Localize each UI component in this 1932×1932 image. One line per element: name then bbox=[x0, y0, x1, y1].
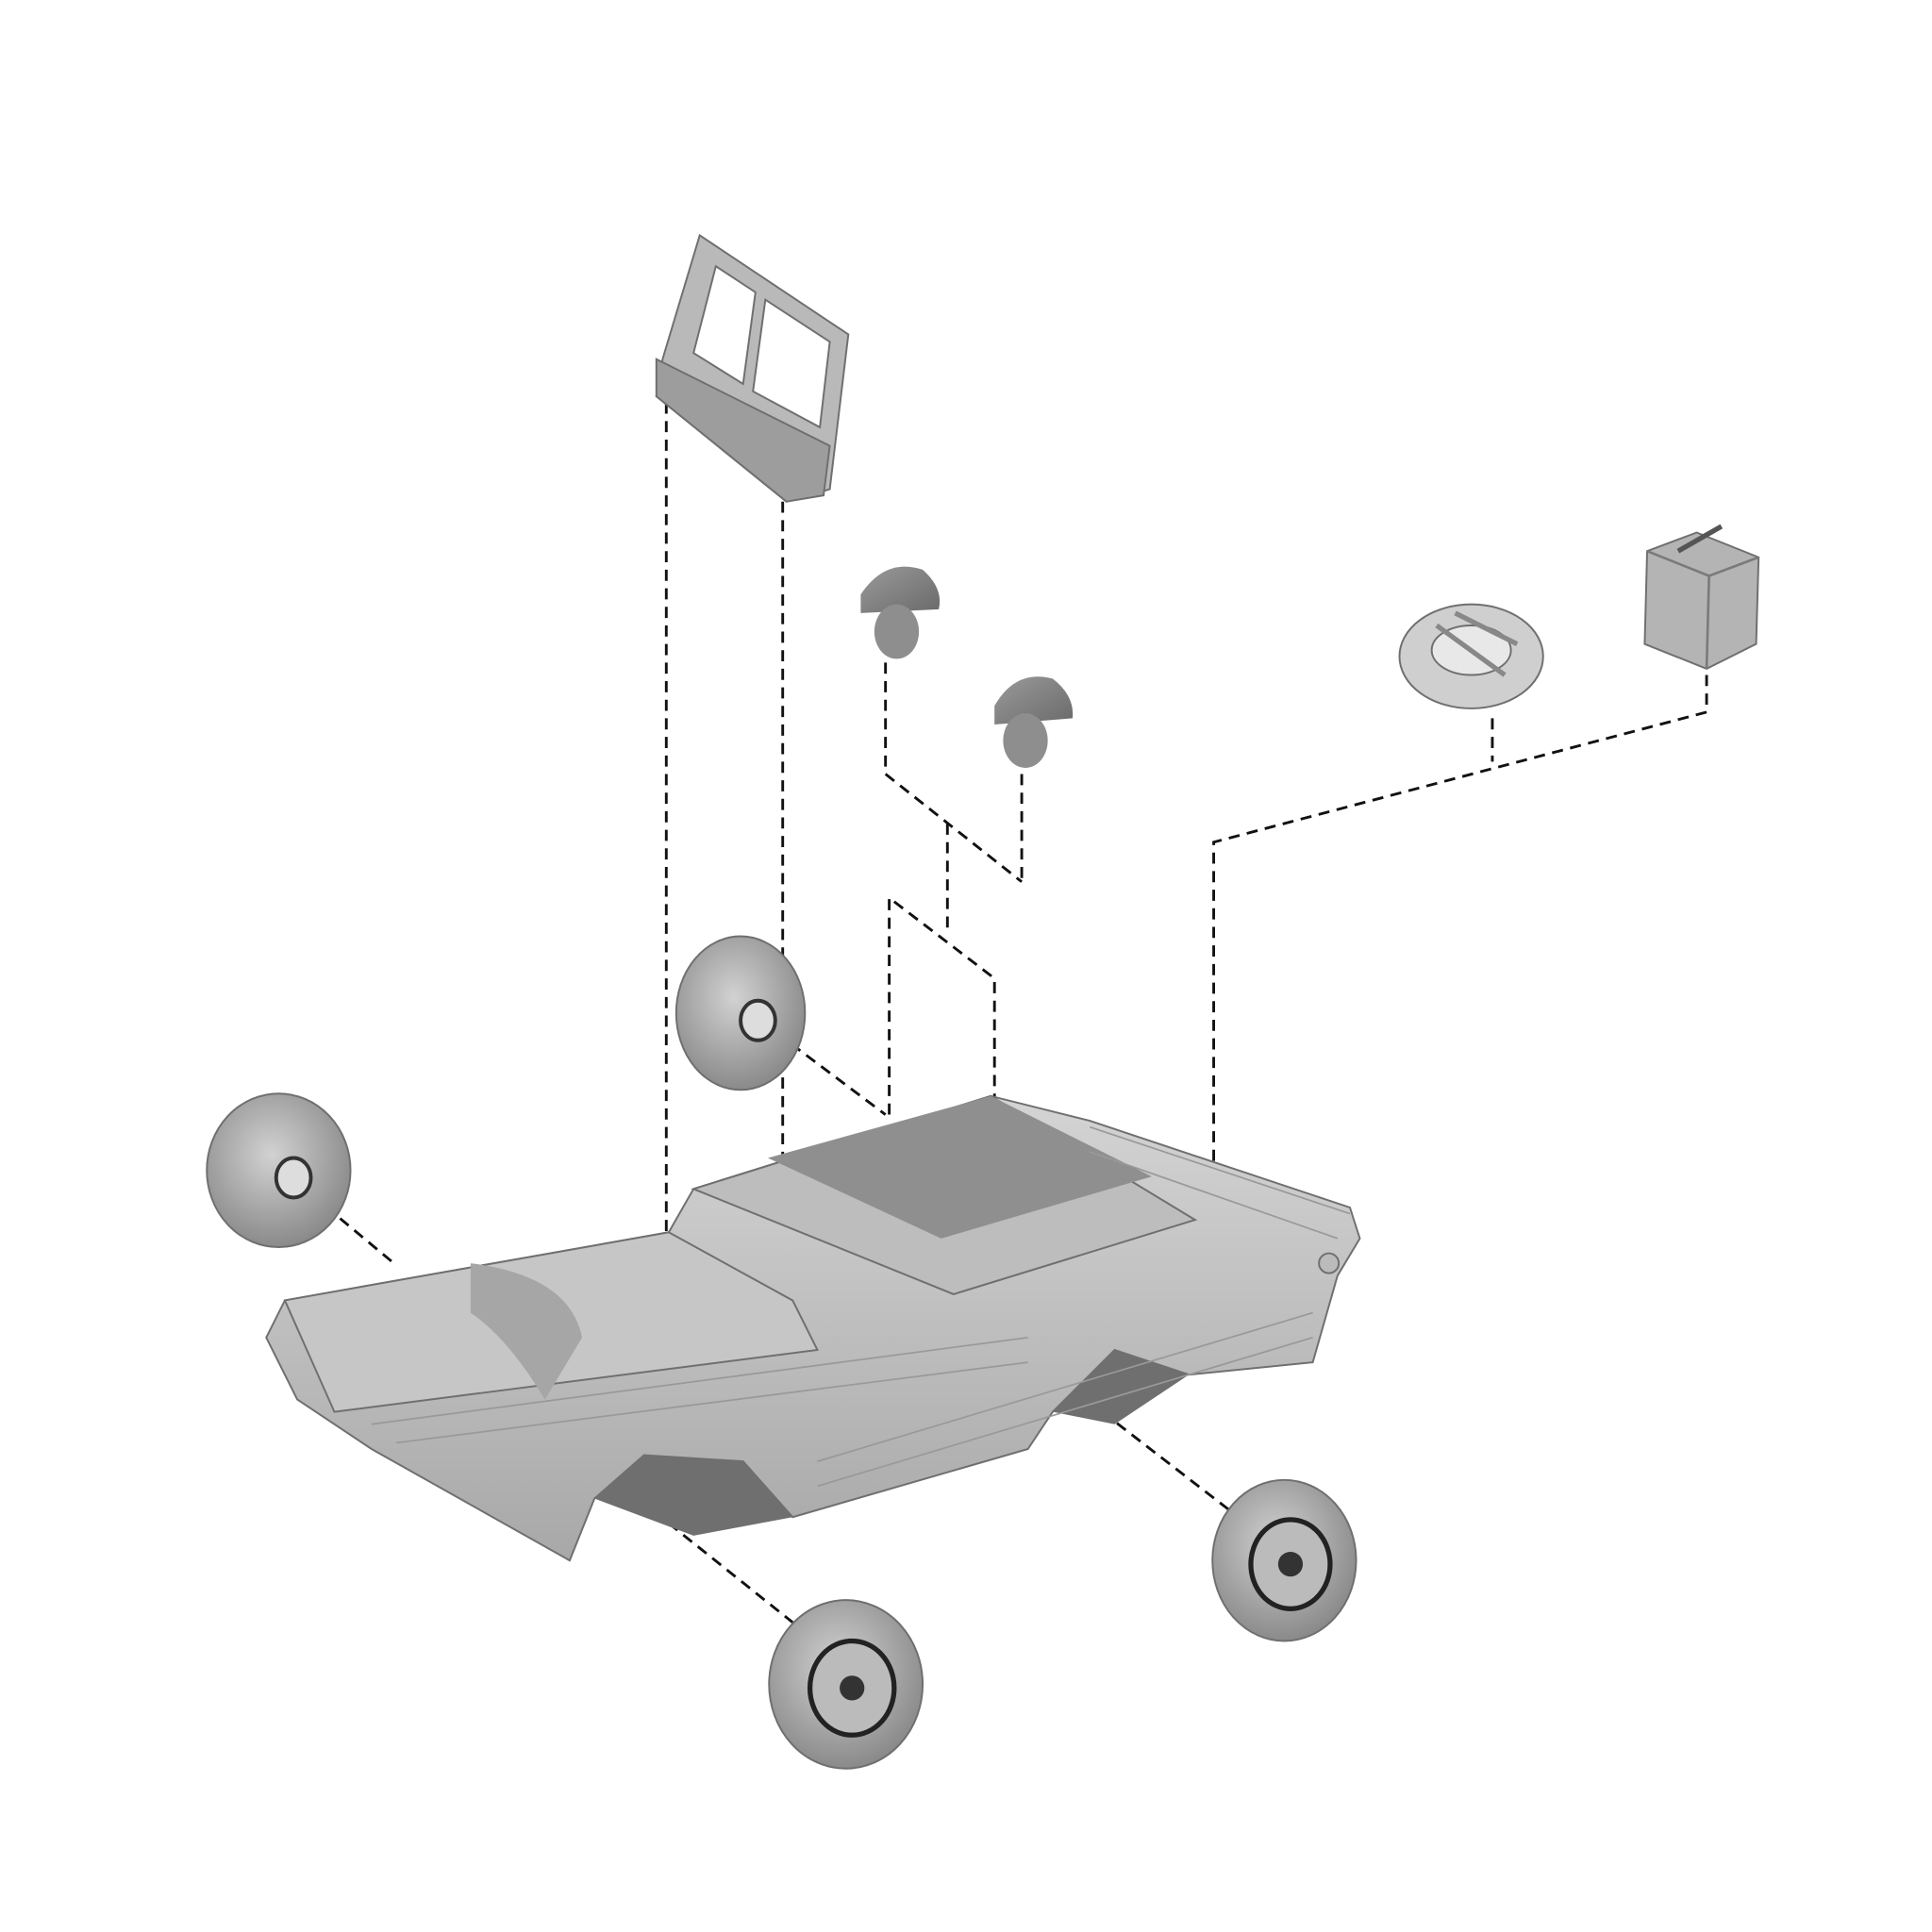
leader-seat-split bbox=[888, 894, 996, 1190]
jerry-can-icon bbox=[1643, 524, 1760, 671]
wheel-icon bbox=[1211, 1478, 1357, 1642]
wheel-icon bbox=[206, 1092, 352, 1248]
helmeted-head-icon bbox=[994, 676, 1074, 768]
leader-wheel-rear-right bbox=[1101, 1410, 1240, 1519]
leader-wheel-front-right bbox=[668, 1522, 794, 1624]
spare-tire-icon bbox=[1398, 603, 1544, 709]
helmeted-head-icon bbox=[860, 566, 941, 659]
leader-jerry-can bbox=[1212, 675, 1708, 1171]
windshield-frame-icon bbox=[655, 233, 850, 503]
wheel-icon bbox=[768, 1599, 924, 1770]
leader-head-1 bbox=[884, 662, 1023, 883]
amphibious-jeep-hull-icon bbox=[265, 1094, 1361, 1562]
wheel-icon bbox=[675, 935, 807, 1091]
